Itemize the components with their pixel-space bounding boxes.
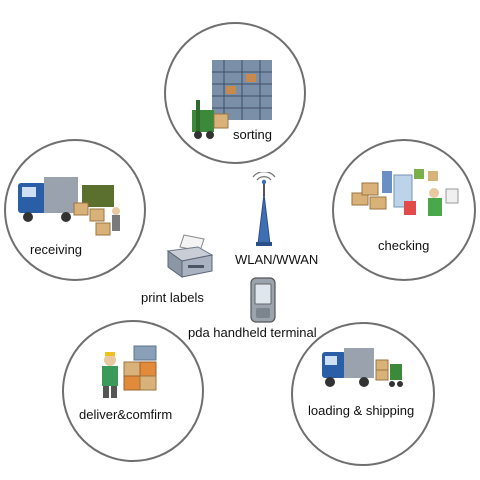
pda-icon bbox=[250, 277, 276, 323]
loading-label: loading & shipping bbox=[308, 403, 415, 418]
receiving-truck-illustration bbox=[18, 177, 120, 236]
deliver-illustration bbox=[102, 345, 157, 398]
sorting-label: sorting bbox=[233, 127, 273, 142]
antenna-icon bbox=[252, 172, 276, 246]
checking-illustration bbox=[351, 169, 459, 216]
printer-icon bbox=[166, 234, 214, 278]
loading-node bbox=[291, 322, 435, 466]
checking-label: checking bbox=[378, 238, 430, 253]
print-labels-label: print labels bbox=[141, 290, 204, 305]
deliver-node bbox=[62, 320, 204, 462]
wlan-label: WLAN/WWAN bbox=[235, 252, 319, 267]
receiving-label: receiving bbox=[30, 242, 83, 257]
warehouse-shelves-illustration bbox=[192, 60, 272, 139]
pda-label: pda handheld terminal bbox=[188, 325, 317, 340]
loading-truck-illustration bbox=[322, 348, 403, 387]
deliver-label: deliver&comfirm bbox=[79, 407, 173, 422]
